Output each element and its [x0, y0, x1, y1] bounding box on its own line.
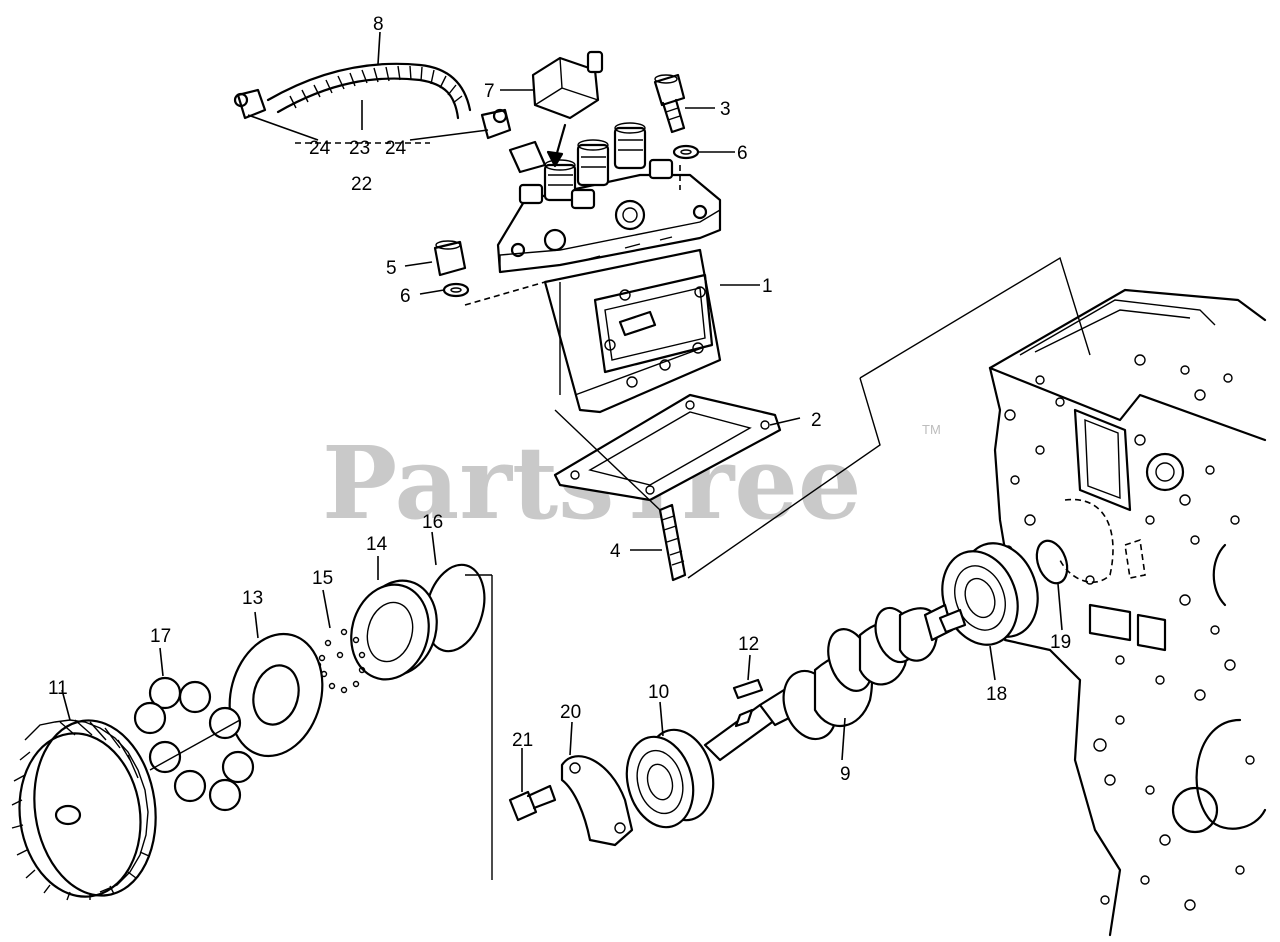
part-12-key [732, 678, 764, 700]
part-4-stud [658, 503, 687, 582]
callout-22: 22 [351, 174, 372, 195]
callout-4: 4 [610, 541, 621, 562]
callout-2: 2 [811, 410, 822, 431]
injection-pump [496, 122, 722, 414]
callout-7: 7 [484, 81, 495, 102]
callout-9: 9 [840, 764, 851, 785]
callout-14: 14 [366, 534, 388, 555]
part-20-retainer [560, 755, 634, 847]
part-6-washer-left [442, 282, 470, 298]
callout-17: 17 [150, 626, 171, 647]
callout-24-right: 24 [385, 138, 407, 159]
engine-block [988, 288, 1267, 937]
callout-3: 3 [720, 99, 731, 120]
callout-1: 1 [762, 276, 773, 297]
callout-15: 15 [312, 568, 333, 589]
part-13-thrust-washer [228, 632, 324, 758]
callout-11: 11 [48, 678, 68, 699]
callout-10: 10 [648, 682, 669, 703]
callout-19: 19 [1050, 632, 1071, 653]
callout-6-lower: 6 [400, 286, 411, 307]
part-10-bearing [625, 728, 715, 829]
callout-24-left: 24 [309, 138, 331, 159]
callout-20: 20 [560, 702, 581, 723]
callout-16: 16 [422, 512, 443, 533]
callout-13: 13 [242, 588, 263, 609]
part-2-gasket [553, 393, 782, 502]
part-6-washer-top [672, 144, 700, 160]
callout-8: 8 [373, 14, 384, 35]
callout-12: 12 [738, 634, 759, 655]
part-7-fitting [531, 50, 604, 120]
part-11-gear [11, 719, 157, 901]
part-9-camshaft [703, 603, 967, 762]
part-18-bearing [941, 542, 1039, 646]
part-17-balls [133, 676, 255, 812]
callout-18: 18 [986, 684, 1007, 705]
part-21-bolt [508, 784, 557, 822]
part-3-bolt [653, 73, 686, 134]
part-14-bearing [350, 579, 438, 681]
callout-6-upper: 6 [737, 143, 748, 164]
watermark-trademark: TM [922, 422, 941, 437]
part-8-hose [233, 62, 512, 140]
part-19-snap-ring [1035, 539, 1069, 585]
callout-21: 21 [512, 730, 533, 751]
callout-5: 5 [386, 258, 397, 279]
callout-23: 23 [349, 138, 370, 159]
part-5-spacer [433, 240, 467, 277]
